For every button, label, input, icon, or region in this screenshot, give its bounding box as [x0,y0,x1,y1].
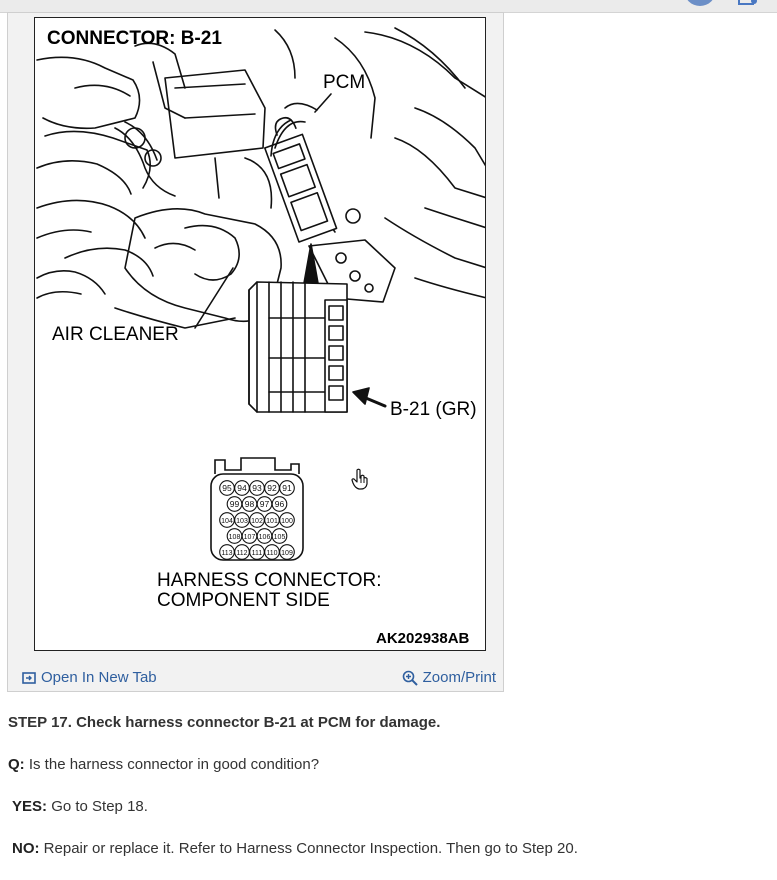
air-cleaner-label: AIR CLEANER [52,324,179,345]
harness-connector-face [210,457,304,561]
connector-b21-label: B-21 (GR) [390,399,477,420]
engine-bay-illustration: 9594939291999897961041031021011001081071… [36,27,485,561]
connector-pin [271,496,288,512]
connector-pin [279,544,295,560]
connector-pin-number: 101 [266,518,278,525]
zoom-print-link[interactable]: Zoom/Print [402,669,496,686]
pcm-label: PCM [323,72,366,93]
question-text: Is the harness connector in good conditi… [28,756,320,773]
harness-connector-label-line1: HARNESS CONNECTOR: [157,570,382,591]
connector-pin-number: 106 [259,534,271,541]
open-new-tab-icon [22,671,36,684]
step-question: Q: Is the harness connector in good cond… [8,756,319,773]
connector-pin-number: 91 [282,483,292,493]
connector-pin [279,512,295,528]
connector-pin [271,528,288,544]
connector-pin-number: 105 [274,534,286,541]
connector-pin-number: 103 [236,518,248,525]
connector-pin-number: 102 [251,518,263,525]
connector-pin-number: 93 [252,483,262,493]
no-label: NO: [12,840,40,857]
avatar[interactable] [684,0,716,6]
connector-pin-number: 96 [275,499,285,509]
connector-pin-number: 104 [221,518,233,525]
notification-icon[interactable] [737,0,759,6]
no-text[interactable]: Repair or replace it. Refer to Harness C… [43,840,578,857]
connector-pin-number: 97 [260,499,270,509]
step-no: NO: Repair or replace it. Refer to Harne… [12,840,578,857]
connector-pin-number: 112 [236,550,247,557]
connector-pin-number: 100 [281,518,293,525]
yes-text[interactable]: Go to Step 18. [51,798,148,815]
connector-pin-number: 95 [222,483,232,493]
hand-cursor-icon [351,468,368,490]
zoom-in-icon [402,670,418,686]
connector-pin [279,480,295,496]
connector-pin-number: 98 [245,499,255,509]
yes-label: YES: [12,798,48,815]
connector-pin-number: 111 [252,550,263,557]
harness-connector-label-line2: COMPONENT SIDE [157,590,330,611]
figure-code: AK202938AB [376,630,470,647]
connector-pin-number: 99 [230,499,240,509]
connector-pin-number: 94 [237,483,247,493]
connector-pin-number: 109 [281,550,293,557]
diagram-title: CONNECTOR: B-21 [47,28,222,49]
question-label: Q: [8,756,25,773]
connector-pin-number: 113 [221,550,232,557]
step-yes: YES: Go to Step 18. [12,798,148,815]
connector-pin-number: 108 [229,534,241,541]
open-in-new-tab-label: Open In New Tab [41,669,157,686]
connector-pin-number: 107 [244,534,256,541]
zoom-print-label: Zoom/Print [422,669,496,686]
connector-pin-number: 110 [266,550,277,557]
connector-pin-number: 92 [267,483,277,493]
open-in-new-tab-link[interactable]: Open In New Tab [22,669,157,686]
step-title: STEP 17. Check harness connector B-21 at… [8,714,441,731]
